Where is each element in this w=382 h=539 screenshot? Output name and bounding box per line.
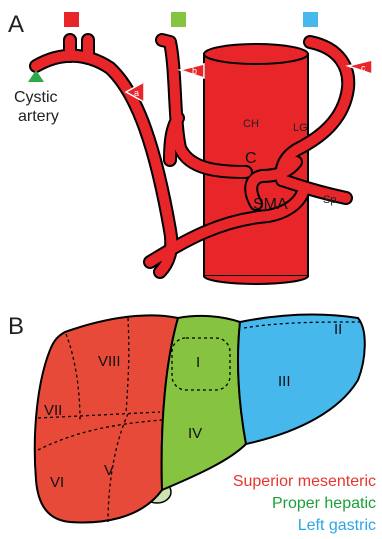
legend-left-gastric: Left gastric xyxy=(298,517,376,534)
blue-key-square xyxy=(303,12,318,27)
liver-middle-section xyxy=(162,316,246,490)
legend: Superior mesenteric Proper hepatic Left … xyxy=(233,473,376,534)
panel-b-letter: B xyxy=(8,313,24,340)
label-sp: Sp xyxy=(323,194,336,206)
segment-vi-label: VI xyxy=(50,474,64,491)
panel-b: B VIII VII VI V I IV III II Superior xyxy=(8,313,376,534)
segment-iv-label: IV xyxy=(188,425,202,442)
label-sma: SMA xyxy=(253,196,288,213)
panel-a-letter: A xyxy=(8,11,24,38)
label-ch: CH xyxy=(243,118,259,130)
marker-b-label: b xyxy=(192,66,197,76)
segment-iii-label: III xyxy=(278,373,291,390)
panel-a: A xyxy=(8,11,372,284)
legend-proper-hepatic: Proper hepatic xyxy=(272,495,376,512)
cystic-artery-label-line1: Cystic xyxy=(14,89,58,106)
segment-v-label: V xyxy=(104,462,114,479)
label-c: C xyxy=(245,150,257,167)
legend-superior-mesenteric: Superior mesenteric xyxy=(233,473,376,490)
cystic-artery-arrow-icon xyxy=(28,70,44,82)
segment-vii-label: VII xyxy=(44,402,62,419)
segment-i-label: I xyxy=(196,354,200,371)
red-key-square xyxy=(64,12,79,27)
marker-b: b xyxy=(180,64,204,78)
liver-left-lobe xyxy=(238,315,365,444)
label-lg: LG xyxy=(293,122,308,134)
segment-ii-label: II xyxy=(334,321,342,338)
marker-c-label: c xyxy=(361,63,366,73)
marker-a-label: a xyxy=(134,88,139,98)
segment-viii-label: VIII xyxy=(98,353,121,370)
green-key-square xyxy=(171,12,186,27)
cystic-artery-label-line2: artery xyxy=(18,108,59,125)
